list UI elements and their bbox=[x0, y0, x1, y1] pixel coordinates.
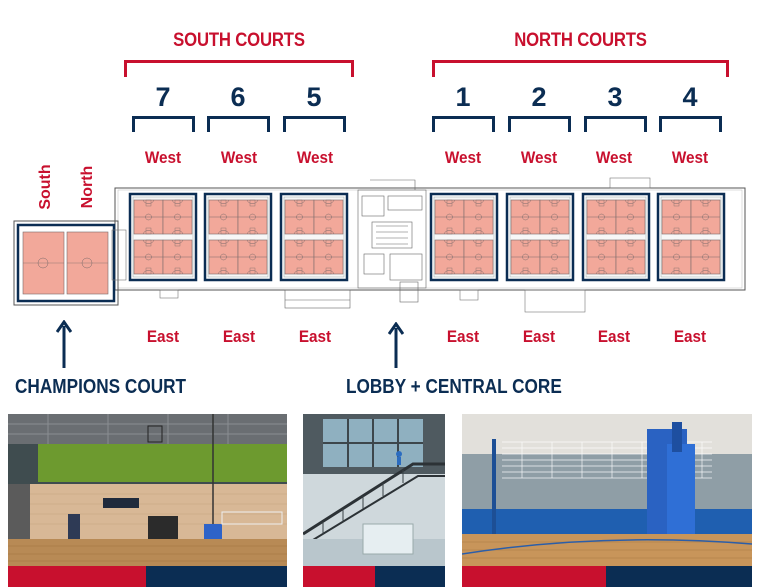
court-6-bracket bbox=[207, 116, 270, 132]
north-courts-label: NORTH COURTS bbox=[514, 30, 647, 51]
photo-bar-red bbox=[8, 566, 146, 587]
court-number-5: 5 bbox=[306, 82, 322, 112]
east-label: East bbox=[298, 327, 332, 346]
photo-bar-blue bbox=[146, 566, 287, 587]
court-1-bracket bbox=[432, 116, 495, 132]
south-courts-bracket bbox=[124, 60, 354, 77]
arrow-up-icon bbox=[56, 320, 72, 368]
court-number-3: 3 bbox=[607, 82, 623, 112]
champions-court-label: CHAMPIONS COURT bbox=[15, 376, 187, 398]
court-number-1: 1 bbox=[455, 82, 471, 112]
court-number-7: 7 bbox=[155, 82, 171, 112]
photo-bar-red bbox=[303, 566, 375, 587]
photo-bar-blue bbox=[606, 566, 752, 587]
west-label: West bbox=[444, 148, 482, 167]
champions-court-photo bbox=[8, 414, 287, 566]
south-courts-label: SOUTH COURTS bbox=[173, 30, 305, 51]
east-label: East bbox=[673, 327, 707, 346]
court-2-bracket bbox=[508, 116, 571, 132]
lobby-central-core-label: LOBBY + CENTRAL CORE bbox=[346, 376, 562, 398]
west-label: West bbox=[220, 148, 258, 167]
volleyball-court-photo bbox=[462, 414, 752, 566]
court-5-bracket bbox=[283, 116, 346, 132]
arrow-up-icon bbox=[388, 322, 404, 368]
east-label: East bbox=[597, 327, 631, 346]
east-label: East bbox=[522, 327, 556, 346]
champions-court-plan bbox=[22, 231, 109, 295]
court-3-bracket bbox=[584, 116, 647, 132]
court-7-bracket bbox=[132, 116, 195, 132]
west-label: West bbox=[520, 148, 558, 167]
west-label: West bbox=[671, 148, 709, 167]
photo-bar-blue bbox=[375, 566, 445, 587]
east-label: East bbox=[446, 327, 480, 346]
east-label: East bbox=[222, 327, 256, 346]
north-courts-bracket bbox=[432, 60, 729, 77]
west-label: West bbox=[595, 148, 633, 167]
floor-plan bbox=[13, 177, 746, 313]
court-number-6: 6 bbox=[230, 82, 246, 112]
east-label: East bbox=[146, 327, 180, 346]
court-number-4: 4 bbox=[682, 82, 698, 112]
central-core-plan bbox=[284, 179, 427, 309]
lobby-photo bbox=[303, 414, 445, 566]
west-label: West bbox=[296, 148, 334, 167]
photo-bar-red bbox=[462, 566, 606, 587]
court-number-2: 2 bbox=[531, 82, 547, 112]
west-label: West bbox=[144, 148, 182, 167]
court-4-bracket bbox=[659, 116, 722, 132]
